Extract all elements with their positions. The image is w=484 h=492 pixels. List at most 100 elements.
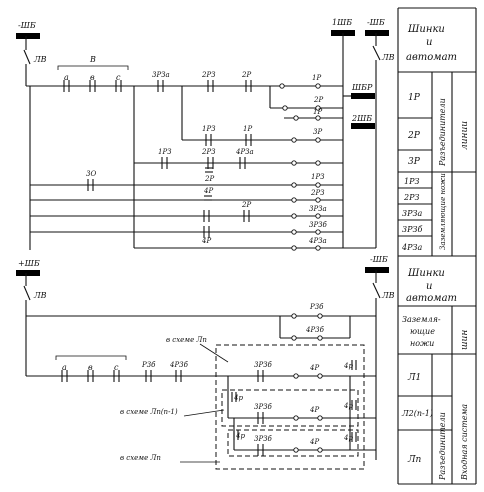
contact-c — [115, 80, 122, 92]
contact-3rzb-1 — [257, 370, 264, 382]
contact-4r-b — [231, 392, 237, 402]
contact-2rz-label: 2РЗ — [201, 71, 216, 79]
panel-row-3rzb: 3РЗб — [402, 225, 422, 234]
contact-4rza — [239, 157, 246, 169]
contact-1p-tap-label: 4Р — [203, 187, 213, 195]
group-b-label: В — [89, 55, 96, 64]
note-scheme-2: в схеме Лп(п-1) — [120, 408, 178, 416]
bottom-left-breaker-blade — [23, 285, 31, 301]
contact-3rzb-1-label: 3РЗб — [254, 361, 273, 369]
contact-3rza — [157, 80, 164, 92]
bottom-phase-c-label: с — [114, 363, 119, 372]
row-1rz-node-b — [315, 182, 321, 188]
panel-s1-line1: Шинки — [407, 24, 445, 35]
contact-3rza-label: 3РЗа — [152, 71, 170, 79]
contact-2r-label: 2Р — [241, 71, 251, 79]
bottom-contact-r3b — [145, 370, 152, 382]
panel-row-3r: 3Р — [408, 157, 421, 167]
row-3rzb-node-b — [315, 229, 321, 235]
contact-3rzb-2-label: 3РЗб — [254, 403, 273, 411]
row-4r3b-node-a — [291, 335, 297, 341]
bottom-left-bus-label: +ШБ — [18, 259, 40, 268]
panel-s2-line3: автомат — [406, 293, 457, 304]
contact-4r-c-label: 4р — [343, 402, 353, 410]
coil-4r-2-label: 4Р — [309, 406, 319, 414]
coil-4rza-label: 4РЗа — [308, 237, 327, 245]
contact-4r-b-label: 4р — [233, 394, 243, 402]
contact-2r-b-label: 2Р — [241, 201, 251, 209]
row-r3b-node-a — [291, 313, 297, 319]
contact-1p-tap-2 — [203, 210, 210, 222]
right-panel — [397, 7, 477, 485]
row-4r-1-node-a — [293, 373, 299, 379]
row-1p-node-b — [315, 115, 321, 121]
bottom-left-breaker-label: ЛВ — [33, 291, 47, 300]
row-3p-label: 3Р — [313, 128, 322, 136]
shbr-bus-label: ШБР — [351, 83, 373, 92]
bottom-contact-c — [113, 370, 120, 382]
phase-a-label: а — [64, 73, 69, 82]
panel-vertical-zazem: Заземляющие ножи — [439, 173, 447, 250]
contact-2rz — [207, 80, 214, 92]
bottom-contact-4r3b-label: 4Р3б — [169, 361, 189, 369]
bottom-right-bus-label: -ШБ — [370, 255, 388, 264]
bottom-contact-a — [61, 370, 68, 382]
row-4rza-node-b — [315, 245, 321, 251]
panel-row-l2: Л2(п-1) — [401, 409, 433, 418]
panel-row-l1: Л1 — [407, 373, 421, 383]
contact-4r-c — [351, 400, 357, 410]
panel-s2-line1: Шинки — [407, 268, 445, 279]
panel-row-1rz: 1РЗ — [404, 177, 419, 186]
contact-4r — [203, 226, 210, 238]
phase-b-label: в — [90, 73, 95, 82]
row-3p-b-node-a — [291, 160, 297, 166]
row-4rza-node-a — [291, 245, 297, 251]
contact-4r-d-label: 4р — [235, 432, 245, 440]
note-2-leader — [183, 409, 225, 417]
panel-s1-line2: и — [426, 37, 432, 48]
panel-vertical-vhod: Входная система — [460, 404, 469, 481]
panel-row-3rza: 3РЗа — [402, 209, 422, 218]
panel-row-4rza: 4РЗа — [401, 243, 422, 252]
row-2r-node-a — [282, 105, 288, 111]
coil-3rza-label: 3РЗа — [309, 205, 327, 213]
dashed-region-outer — [215, 344, 365, 470]
panel-row-2rz: 2РЗ — [403, 193, 419, 202]
row-3rza-node-b — [315, 213, 321, 219]
row-2rz-node-b — [315, 197, 321, 203]
panel-s1-line3: автомат — [406, 52, 457, 63]
coil-1r-node-a — [279, 83, 285, 89]
panel-vertical-linii: линии — [460, 121, 470, 150]
row-1rz-node-a — [291, 182, 297, 188]
row-4r-2-node-a — [293, 415, 299, 421]
note-scheme-3: в схеме Лп — [120, 454, 161, 462]
panel-vertical-razedin: Разъединители — [438, 98, 447, 167]
contact-b — [89, 80, 96, 92]
panel-vertical-razedin-2: Разъединители — [438, 412, 447, 481]
top-left-bus-label: -ШБ — [18, 21, 36, 30]
row-2r-node-b — [315, 105, 321, 111]
row-4r-3-node-a — [293, 447, 299, 453]
row-4r-1-node-b — [317, 373, 323, 379]
row-1p-label: 1Р — [313, 108, 322, 116]
top-right-bus-1-label: 1ШБ — [332, 18, 352, 27]
note-scheme-1: в схеме Лп — [166, 336, 207, 344]
row-2r-label: 2Р — [313, 96, 323, 104]
bottom-contact-4r3b — [175, 370, 182, 382]
coil-4r-1-label: 4Р — [309, 364, 319, 372]
top-right-breaker-blade — [372, 45, 381, 61]
contact-2p-tap — [205, 167, 213, 173]
row-r3b-node-b — [317, 313, 323, 319]
coil-3rzb-label: 3РЗб — [309, 221, 328, 229]
panel-s3-line2: ющие — [410, 327, 435, 336]
group-b-bracket — [57, 65, 129, 70]
contact-2r — [245, 80, 252, 92]
coil-r3b-label: Р3б — [309, 303, 324, 311]
row-1p-node-a — [293, 115, 299, 121]
contact-1p-tap — [204, 195, 212, 201]
contact-1rz-b-label: 1РЗ — [158, 148, 172, 156]
row-3rza-node-a — [291, 213, 297, 219]
contact-4r-label: 4Р — [201, 237, 211, 245]
